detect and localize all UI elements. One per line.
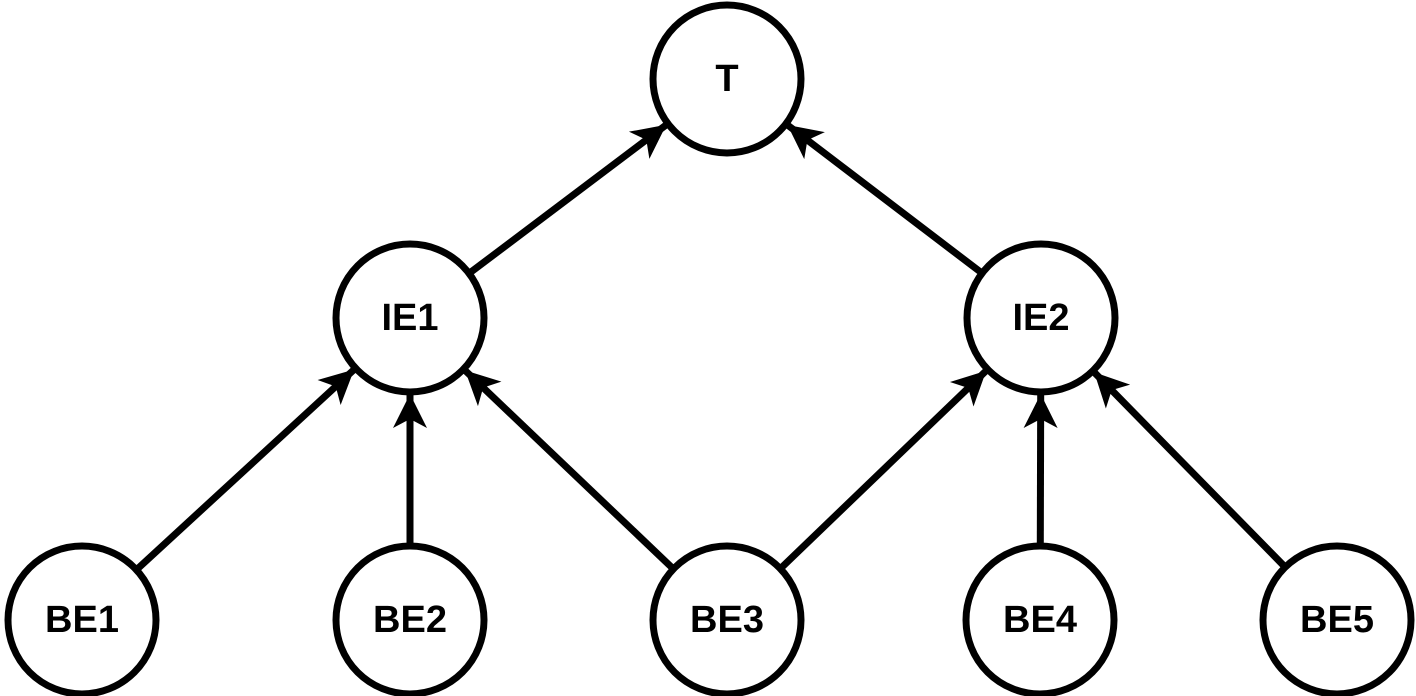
node-circle-IE1 bbox=[332, 240, 488, 396]
edge-BE5-IE2 bbox=[1092, 370, 1286, 568]
node-BE1: BE1 bbox=[4, 542, 160, 696]
node-BE3: BE3 bbox=[649, 542, 805, 696]
node-label-IE2: IE2 bbox=[1012, 297, 1069, 339]
node-circle-BE3 bbox=[649, 542, 805, 696]
node-circle-BE4 bbox=[962, 542, 1118, 696]
edge-BE3-IE2 bbox=[780, 368, 988, 570]
node-label-IE1: IE1 bbox=[381, 297, 438, 339]
edge-BE1-IE1 bbox=[136, 367, 356, 571]
node-IE2: IE2 bbox=[963, 240, 1119, 396]
edge-IE1-T bbox=[469, 122, 668, 275]
node-BE2: BE2 bbox=[332, 542, 488, 696]
edge-IE2-T bbox=[786, 122, 982, 275]
node-T: T bbox=[649, 1, 805, 157]
node-label-BE2: BE2 bbox=[373, 599, 447, 641]
node-circle-IE2 bbox=[963, 240, 1119, 396]
node-circle-BE1 bbox=[4, 542, 160, 696]
node-circle-T bbox=[649, 1, 805, 157]
node-BE4: BE4 bbox=[962, 542, 1118, 696]
node-label-BE4: BE4 bbox=[1003, 599, 1077, 641]
node-label-T: T bbox=[715, 58, 738, 100]
node-circle-BE2 bbox=[332, 542, 488, 696]
edge-BE3-IE1 bbox=[463, 368, 674, 570]
node-circle-BE5 bbox=[1259, 542, 1415, 696]
node-IE1: IE1 bbox=[332, 240, 488, 396]
node-label-BE3: BE3 bbox=[690, 599, 764, 641]
node-BE5: BE5 bbox=[1259, 542, 1415, 696]
node-label-BE5: BE5 bbox=[1300, 599, 1374, 641]
node-label-BE1: BE1 bbox=[45, 599, 119, 641]
